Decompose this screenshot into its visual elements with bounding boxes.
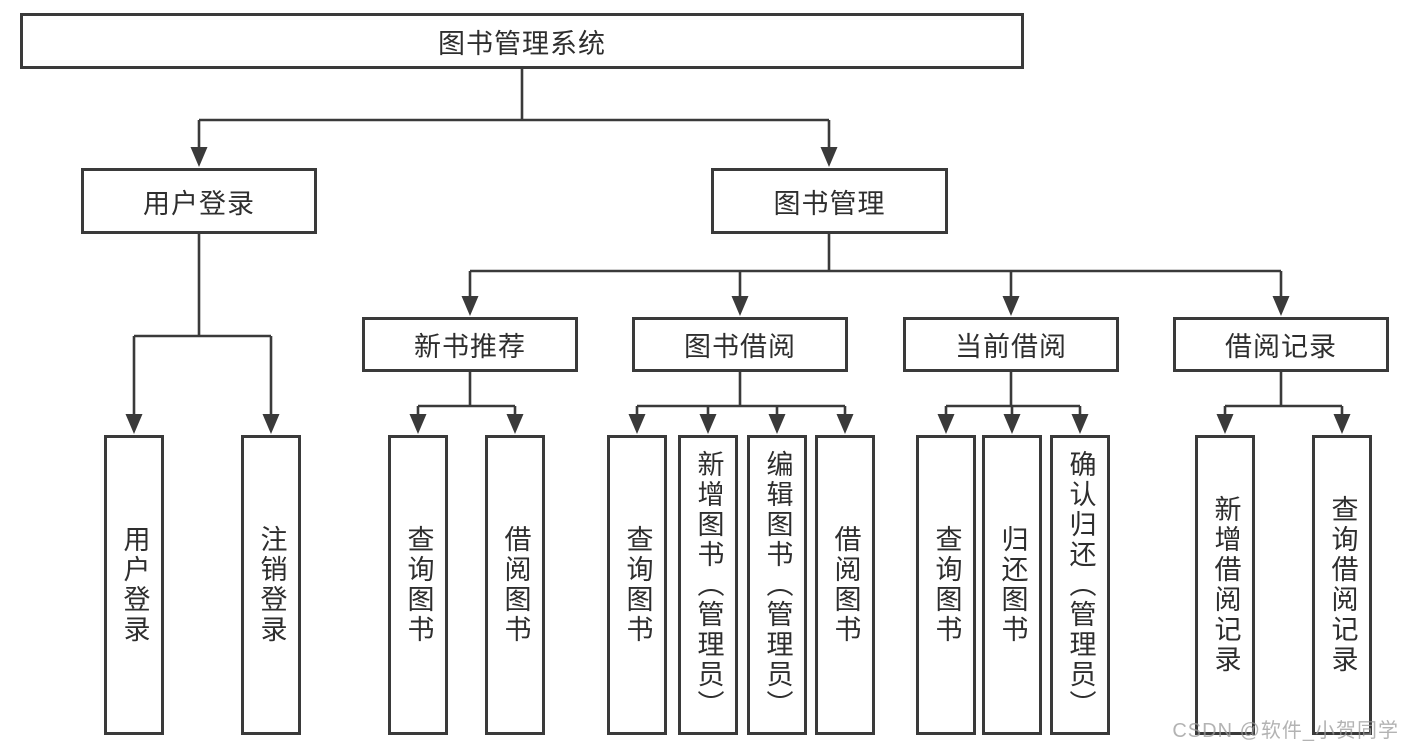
leaf-borrow-books-borrowing: 借阅图书 bbox=[815, 435, 875, 735]
node-user-login-label: 用户登录 bbox=[143, 188, 255, 219]
leaf-return-book-label: 归还图书 bbox=[997, 525, 1028, 645]
csdn-watermark: CSDN @软件_小贺同学 bbox=[1172, 720, 1399, 742]
leaf-edit-book-admin: 编辑图书（管理员） bbox=[747, 435, 807, 735]
leaf-edit-book-admin-label: 编辑图书（管理员） bbox=[762, 450, 793, 720]
leaf-user-login: 用户登录 bbox=[104, 435, 164, 735]
leaf-borrow-books-borrowing-label: 借阅图书 bbox=[830, 525, 861, 645]
node-new-book-recommend: 新书推荐 bbox=[362, 317, 578, 372]
node-current-borrowing: 当前借阅 bbox=[903, 317, 1119, 372]
node-new-book-recommend-label: 新书推荐 bbox=[414, 332, 526, 362]
leaf-add-book-admin-label: 新增图书（管理员） bbox=[693, 450, 724, 720]
leaf-add-borrow-record: 新增借阅记录 bbox=[1195, 435, 1255, 735]
node-borrowing-records-label: 借阅记录 bbox=[1225, 332, 1337, 362]
leaf-borrow-books-recommend: 借阅图书 bbox=[485, 435, 545, 735]
leaf-query-books-borrowing: 查询图书 bbox=[607, 435, 667, 735]
leaf-query-books-current-label: 查询图书 bbox=[931, 525, 962, 645]
node-library-system-label: 图书管理系统 bbox=[438, 28, 606, 59]
node-book-management-label: 图书管理 bbox=[773, 188, 886, 219]
node-book-management: 图书管理 bbox=[711, 168, 948, 234]
leaf-query-books-current: 查询图书 bbox=[916, 435, 976, 735]
leaf-query-books-borrowing-label: 查询图书 bbox=[622, 525, 653, 645]
leaf-logout: 注销登录 bbox=[241, 435, 301, 735]
leaf-return-book: 归还图书 bbox=[982, 435, 1042, 735]
leaf-add-borrow-record-label: 新增借阅记录 bbox=[1210, 495, 1241, 675]
node-user-login: 用户登录 bbox=[81, 168, 317, 234]
node-book-borrowing: 图书借阅 bbox=[632, 317, 848, 372]
leaf-query-books-recommend: 查询图书 bbox=[388, 435, 448, 735]
leaf-borrow-books-recommend-label: 借阅图书 bbox=[500, 525, 531, 645]
leaf-add-book-admin: 新增图书（管理员） bbox=[678, 435, 738, 735]
leaf-query-borrow-record-label: 查询借阅记录 bbox=[1327, 495, 1358, 675]
node-library-system: 图书管理系统 bbox=[20, 13, 1024, 69]
node-borrowing-records: 借阅记录 bbox=[1173, 317, 1389, 372]
leaf-logout-label: 注销登录 bbox=[256, 525, 287, 645]
node-current-borrowing-label: 当前借阅 bbox=[955, 332, 1067, 362]
node-book-borrowing-label: 图书借阅 bbox=[684, 332, 796, 362]
leaf-query-borrow-record: 查询借阅记录 bbox=[1312, 435, 1372, 735]
leaf-user-login-label: 用户登录 bbox=[119, 525, 150, 645]
leaf-query-books-recommend-label: 查询图书 bbox=[403, 525, 434, 645]
leaf-confirm-return-admin-label: 确认归还（管理员） bbox=[1065, 450, 1096, 720]
leaf-confirm-return-admin: 确认归还（管理员） bbox=[1050, 435, 1110, 735]
